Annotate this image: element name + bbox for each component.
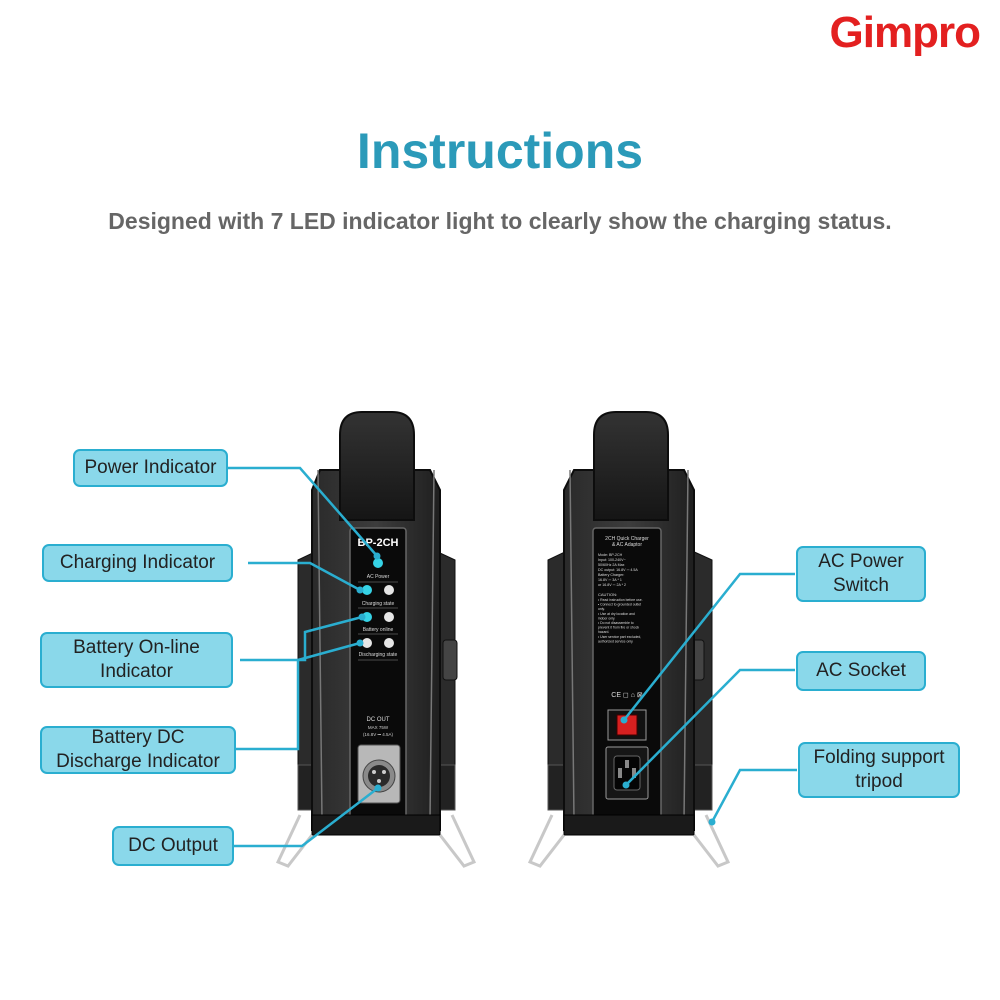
discharge-led-1 [362,638,372,648]
dc-out-label: DC OUT [367,717,390,723]
back-label-spec-line: 16.8V ⎓ 3A * 1 [598,578,622,582]
charging-state-label: Charging state [362,601,395,607]
back-caution-title: CAUTION: [598,592,617,597]
page-title: Instructions [356,123,644,179]
charging-led-2 [384,585,394,595]
tripod-leg-left [275,814,314,868]
online-led-2 [384,612,394,622]
callout-power-indicator: Power Indicator [73,449,228,487]
back-label-title: 2CH Quick Charger [605,536,649,542]
charging-led-1 [362,585,372,595]
callout-dc-output: DC Output [112,826,234,866]
back-caution-line: only. [598,607,605,611]
back-caution-line: • Connect to grounded outlet [598,603,641,607]
back-caution-line: • Do not disassemble to [598,621,634,625]
callout-folding-support-tripod: Folding support tripod [798,742,960,798]
certification-marks: CE ◻ ⌂ ⊠ [611,692,643,699]
power-led [373,558,383,568]
brand-logo: Gimpro [829,8,981,57]
back-caution-line: • Use at dry location and [598,612,635,616]
callout-ac-power-switch: AC Power Switch [796,546,926,602]
back-caution-line: • User service part excluded, [598,635,641,639]
back-label-spec-line: or 16.8V ⎓ 2A * 2 [598,583,626,587]
back-caution-line: indoor only. [598,616,615,620]
back-label-spec-line: Mode: BP-2CH [598,553,623,557]
dc-rating-label: (16.8V ⎓ 4.5A) [363,732,394,737]
discharge-led-2 [384,638,394,648]
folding-tripod-leg [692,814,731,868]
callout-ac-socket: AC Socket [796,651,926,691]
model-label: BP-2CH [358,537,399,549]
discharging-state-label: Discharging state [359,652,398,658]
battery-online-label: Battery online [363,627,394,633]
page-subtitle: Designed with 7 LED indicator light to c… [108,208,892,234]
callout-battery-online-indicator: Battery On-line Indicator [40,632,233,688]
callout-battery-dc-discharge-indicator: Battery DC Discharge Indicator [40,726,236,774]
tripod-leg-right [438,814,477,868]
ac-power-label: AC Power [367,574,390,580]
back-label-spec-line: Battery Charger: [598,573,624,577]
back-label-spec-line: Input: 100-240V~ [598,558,626,562]
back-caution-line: prevent it from fire or shock [598,626,639,630]
charger-front-view: BP-2CH AC Power Charging state Battery o… [275,411,477,868]
back-caution-line: hazard. [598,630,609,634]
online-led-1 [362,612,372,622]
leader-lines [226,466,797,848]
back-label-spec-line: DC output: 16.8V ⎓ 4.5A [598,568,638,572]
back-label-spec-line: 50/60Hz 2A Max [598,563,625,567]
dc-max-label: MAX 75W [368,725,389,730]
back-caution-line: authorized service only. [598,639,633,643]
back-caution-line: • Read instruction before use. [598,598,643,602]
callout-charging-indicator: Charging Indicator [42,544,233,582]
back-label-title: & AC Adaptor [612,542,642,548]
